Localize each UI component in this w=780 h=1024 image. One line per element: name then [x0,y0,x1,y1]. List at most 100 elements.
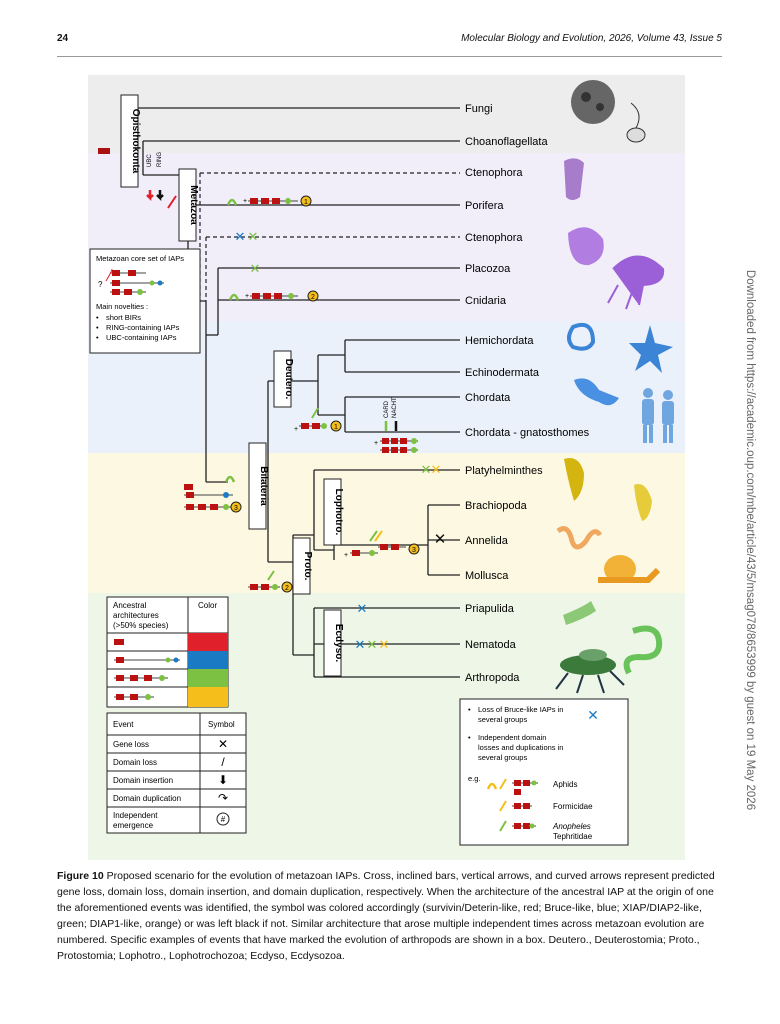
svg-text:+: + [374,440,378,447]
svg-text:Ancestral: Ancestral [113,601,147,610]
svg-text:2: 2 [285,585,289,592]
label-deutero: Deutero. [283,359,294,400]
priapulida-icon [563,601,596,625]
svg-text:Formicidae: Formicidae [553,802,593,811]
arthropod-box: • Loss of Bruce-like IAPs in several gro… [459,698,629,846]
taxon-ctenophora-2: Ctenophora [465,232,523,244]
taxon-placozoa: Placozoa [465,263,511,275]
annelida-icon [556,526,603,550]
taxon-priapulida: Priapulida [465,603,515,615]
svg-text:Anopheles: Anopheles [552,822,591,831]
svg-text:several groups: several groups [478,753,527,762]
svg-text:✕: ✕ [248,229,259,244]
label-ecdyso: Ecdyso. [333,624,344,663]
hemichordata-icon [567,322,596,351]
svg-text:Aphids: Aphids [553,780,577,789]
svg-text:#: # [221,815,226,824]
svg-text:✕: ✕ [235,229,246,244]
svg-text:•: • [96,333,99,342]
taxon-platyhelminthes: Platyhelminthes [465,465,543,477]
taxon-brachiopoda: Brachiopoda [465,500,528,512]
taxon-fungi: Fungi [465,103,493,115]
taxon-cnidaria: Cnidaria [465,295,507,307]
taxon-choanoflagellata: Choanoflagellata [465,136,548,148]
svg-text:UBC-containing IAPs: UBC-containing IAPs [106,333,177,342]
svg-text:Domain duplication: Domain duplication [113,794,181,803]
svg-text:Event: Event [113,720,134,729]
svg-text:✕: ✕ [357,601,368,616]
svg-text:•: • [468,733,471,742]
svg-text:+: + [245,293,249,300]
svg-text:✕: ✕ [431,462,442,477]
taxon-gnathostomes: Chordata - gnatosthomes [465,427,590,439]
figure-caption: Figure 10 Proposed scenario for the evol… [57,868,722,964]
platyhelminthes-icon [564,457,584,501]
svg-text:emergence: emergence [113,821,154,830]
svg-text:+: + [344,552,348,559]
taxon-annelida: Annelida [465,535,509,547]
arthropoda-icon [555,649,625,694]
label-bilateria: Bilateria [258,466,269,506]
ctenophora-icon [564,158,584,200]
svg-text:Tephritidae: Tephritidae [553,832,593,841]
svg-text:Symbol: Symbol [208,720,235,729]
svg-text:NACHT: NACHT [392,397,398,418]
svg-text:losses and duplications in: losses and duplications in [478,743,563,752]
cnidaria-icon [607,255,665,310]
taxon-hemichordata: Hemichordata [465,335,534,347]
svg-text:Main novelties :: Main novelties : [96,302,148,311]
chordata-icon [574,378,619,406]
svg-text:✕: ✕ [434,531,447,548]
svg-text:Gene loss: Gene loss [113,740,149,749]
label-lophotro: Lophotro. [333,489,344,536]
svg-text:✕: ✕ [367,637,378,652]
svg-text:Metazoan core set of IAPs: Metazoan core set of IAPs [96,254,184,263]
svg-text:✕: ✕ [379,637,390,652]
svg-text:/: / [221,755,225,769]
download-note: Downloaded from https://academic.oup.com… [744,269,756,811]
taxon-echinodermata: Echinodermata [465,367,540,379]
human-icons [642,388,674,443]
svg-text:✕: ✕ [355,637,366,652]
svg-text:•: • [96,313,99,322]
label-metazoa: Metazoa [188,185,199,225]
svg-text:Independent domain: Independent domain [478,733,546,742]
journal-header: Molecular Biology and Evolution, 2026, V… [461,33,722,44]
choanoflagellate-icon [626,127,646,143]
svg-text:↷: ↷ [218,791,228,805]
mollusca-icon [598,555,661,583]
arch-porifera [248,198,298,204]
svg-text:architectures: architectures [113,611,159,620]
svg-text:✕: ✕ [421,462,432,477]
svg-text:short BIRs: short BIRs [106,313,141,322]
event-markers: UBC RING + 1 ✕ ✕ ✕ + 2 + [98,148,446,652]
svg-text:Color: Color [198,601,217,610]
svg-text:1: 1 [304,199,308,206]
placozoa-icon [568,227,604,266]
clade-labels: Opisthokonta Metazoa Bilateria Deutero. … [120,94,344,677]
svg-text:•: • [96,323,99,332]
svg-text:•: • [468,705,471,714]
event-table: Event Symbol Gene loss Domain loss Domai… [106,712,247,834]
svg-text:several groups: several groups [478,715,527,724]
page-number: 24 [57,33,69,44]
svg-text:e.g.: e.g. [468,774,481,783]
svg-text:CARD: CARD [384,400,390,418]
echinoderm-icon [629,325,673,373]
svg-text:2: 2 [311,294,315,301]
svg-text:3: 3 [234,505,238,512]
ancestral-survivin-marker [98,148,110,154]
taxa-labels: Fungi Choanoflagellata Ctenophora Porife… [465,103,590,684]
svg-text:(>50% species): (>50% species) [113,621,169,630]
svg-text:Domain insertion: Domain insertion [113,776,173,785]
header-rule [57,56,722,57]
taxon-porifera: Porifera [465,200,504,212]
svg-text:UBC: UBC [147,154,153,167]
svg-text:✕: ✕ [250,261,261,276]
band-lophotrochozoa [88,453,685,593]
svg-text:✕: ✕ [218,737,228,751]
svg-text:RING-containing IAPs: RING-containing IAPs [106,323,180,332]
svg-text:3: 3 [412,547,416,554]
phylogeny-figure: Opisthokonta Metazoa Bilateria Deutero. … [88,75,685,860]
svg-text:Independent: Independent [113,811,158,820]
